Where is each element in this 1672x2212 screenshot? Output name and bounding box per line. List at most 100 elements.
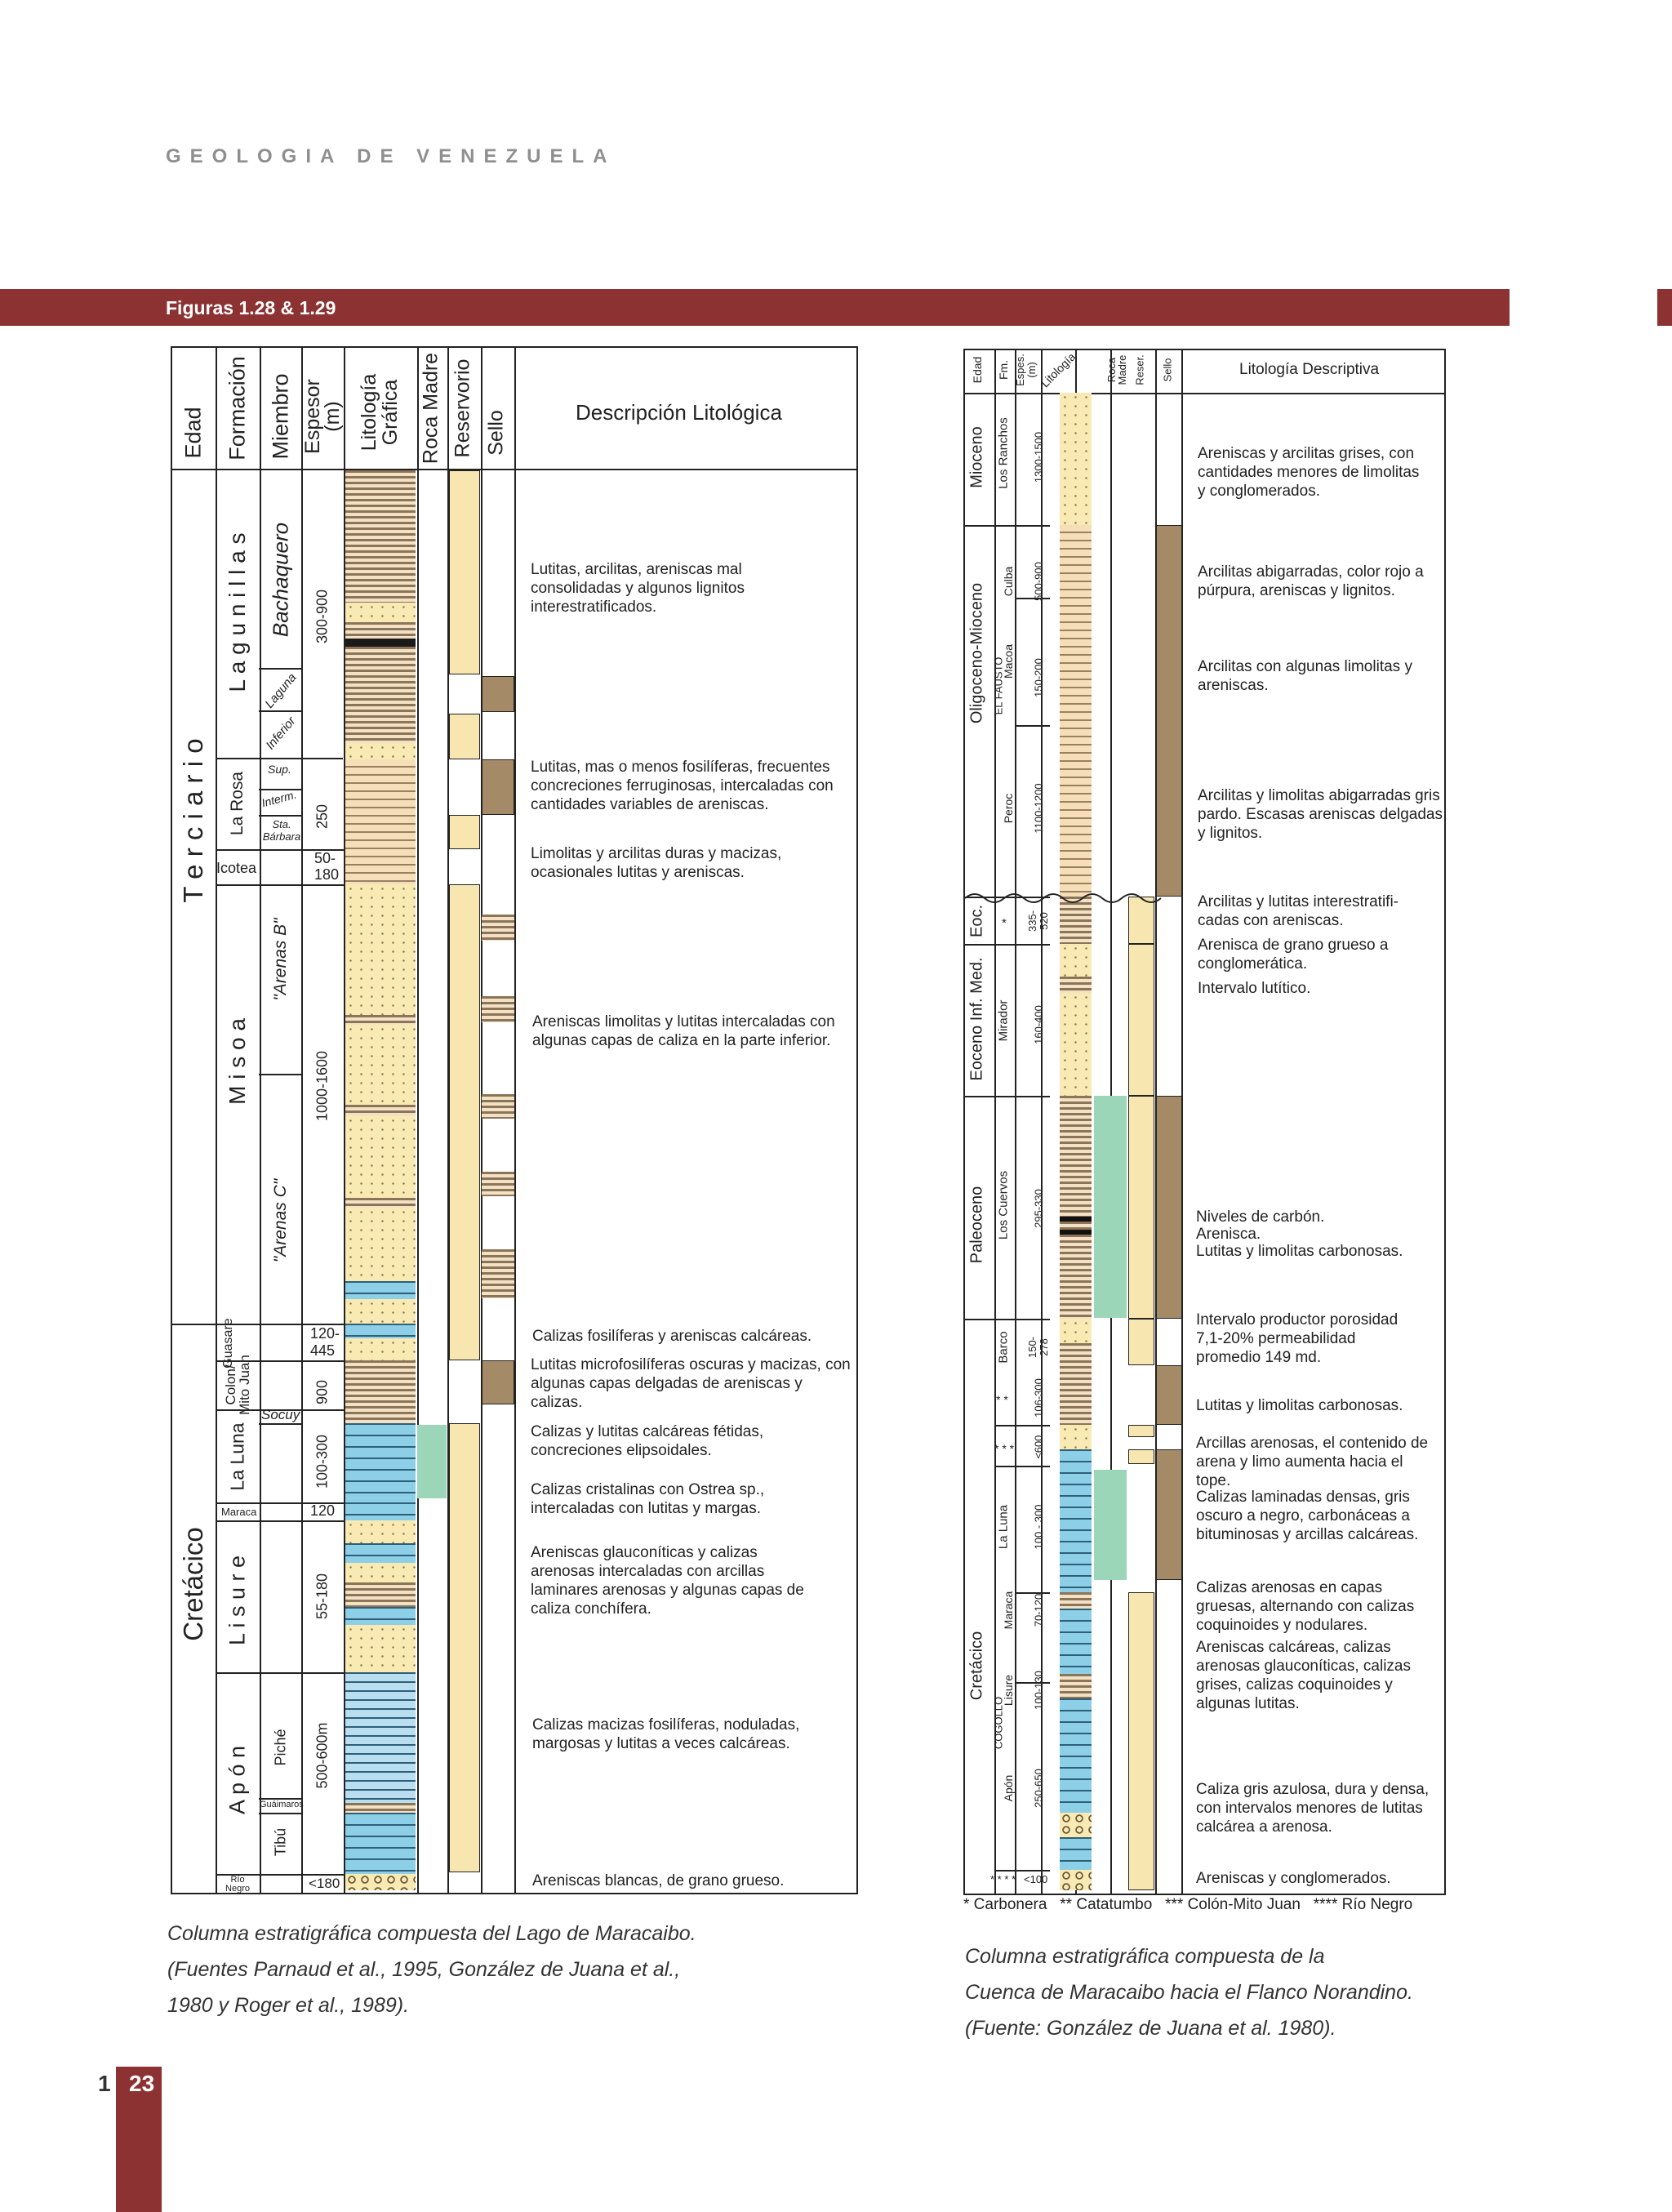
fm-apon: A p ó n bbox=[225, 1745, 250, 1815]
fm-rio-negro: Río Negro bbox=[225, 1875, 250, 1894]
r-desc-15: Calizas arenosas en capas gruesas, alter… bbox=[1196, 1579, 1415, 1634]
th-180: <180 bbox=[309, 1876, 340, 1891]
r-fm-los-ranchos: Los Ranchos bbox=[996, 417, 1011, 489]
running-header: GEOLOGIA DE VENEZUELA bbox=[166, 145, 616, 167]
mb-arenas-b: "Arenas B" bbox=[271, 918, 290, 1001]
page-number: 23 bbox=[129, 2071, 155, 2096]
r-th-150-278: 150-278 bbox=[1026, 1336, 1050, 1359]
r-fm-barco: Barco bbox=[996, 1331, 1011, 1364]
col-edad: Edad bbox=[180, 407, 206, 459]
mb-piche: Piché bbox=[272, 1729, 289, 1766]
r-desc-11: Intervalo productor porosidad 7,1-20% pe… bbox=[1196, 1311, 1399, 1366]
left-desc-8: Calizas cristalinas con Ostrea sp., inte… bbox=[531, 1481, 765, 1517]
r-desc-12: Lutitas y limolitas carbonosas. bbox=[1196, 1397, 1403, 1414]
left-caption: Columna estratigráfica compuesta del Lag… bbox=[167, 1916, 696, 2023]
r-fm-macoa: Macoa bbox=[1002, 643, 1015, 679]
r-th-100-300: 100 - 300 bbox=[1032, 1504, 1045, 1550]
r-age-cretacico: Cretácico bbox=[967, 1631, 986, 1701]
r-th-335-520: 335-520 bbox=[1026, 910, 1050, 932]
col-reservorio: Reservorio bbox=[451, 358, 474, 458]
r-desc-4: Arcilitas y limolitas abigarradas gris p… bbox=[1198, 787, 1443, 842]
th-120: 120 bbox=[310, 1502, 336, 1519]
col-roca-madre: Roca Madre bbox=[419, 352, 442, 465]
age-cretacico: Cretácico bbox=[178, 1527, 208, 1641]
r-th-150-200: 150-200 bbox=[1032, 658, 1045, 697]
col-descripcion: Descripción Litológica bbox=[576, 400, 782, 425]
r-desc-6: Arenisca de grano grueso a conglomerátic… bbox=[1198, 937, 1389, 972]
r-fm-star3: * * * bbox=[994, 1442, 1015, 1455]
r-fm-star4: * * * * bbox=[990, 1873, 1016, 1885]
r-col-espes: Espes. (m) bbox=[1014, 354, 1038, 386]
figure-band bbox=[0, 289, 1510, 326]
mb-arenas-c: "Arenas C" bbox=[271, 1178, 290, 1263]
r-col-litologia-descriptiva: Litología Descriptiva bbox=[1239, 361, 1380, 378]
th-50-180: 50-180 bbox=[314, 850, 340, 883]
left-desc-9: Areniscas glauconíticas y calizas arenos… bbox=[531, 1544, 804, 1618]
r-col-edad: Edad bbox=[971, 356, 984, 384]
left-desc-5: Calizas fosilíferas y areniscas calcárea… bbox=[532, 1328, 812, 1345]
col-espesor: Espesor (m) bbox=[301, 379, 344, 454]
r-desc-17: Caliza gris azulosa, dura y densa, con i… bbox=[1196, 1781, 1430, 1836]
r-th-100-130: 100-130 bbox=[1032, 1671, 1045, 1710]
mb-sup: Sup. bbox=[268, 763, 291, 776]
mb-bachaquero: Bachaquero bbox=[268, 522, 293, 638]
th-500-600m: 500-600m bbox=[314, 1722, 331, 1789]
r-age-oligoceno-mioceno: Oligoceno-Mioceno bbox=[967, 582, 986, 724]
r-fm-culba: Culba bbox=[1002, 566, 1015, 597]
th-900: 900 bbox=[314, 1379, 331, 1405]
fm-la-luna: La Luna bbox=[226, 1422, 248, 1491]
r-desc-13: Arcillas arenosas, el contenido de arena… bbox=[1196, 1435, 1429, 1489]
left-desc-4: Areniscas limolitas y lutitas intercalad… bbox=[532, 1013, 835, 1049]
fm-maraca: Maraca bbox=[221, 1506, 257, 1518]
mb-tibu: Tibú bbox=[272, 1827, 289, 1857]
th-300-900: 300-900 bbox=[314, 589, 331, 644]
left-desc-2: Lutitas, mas o menos fosilíferas, frecue… bbox=[531, 759, 834, 813]
fm-icotea: Icotea bbox=[216, 860, 257, 876]
r-th-1100-1200: 1100-1200 bbox=[1032, 783, 1045, 834]
figure-band-edge bbox=[1657, 289, 1672, 326]
figure-title: Figuras 1.28 & 1.29 bbox=[166, 297, 336, 318]
r-th-500-900: 500-900 bbox=[1032, 562, 1045, 601]
left-desc-10: Calizas macizas fosilíferas, noduladas, … bbox=[532, 1716, 800, 1752]
left-desc-6: Lutitas microfosilíferas oscuras y maciz… bbox=[531, 1356, 851, 1411]
right-caption: Columna estratigráfica compuesta de la C… bbox=[965, 1938, 1413, 2046]
left-desc-1: Lutitas, arcilitas, areniscas mal consol… bbox=[531, 561, 745, 616]
right-caption-line1: Columna estratigráfica compuesta de la bbox=[965, 1945, 1325, 1968]
th-250: 250 bbox=[314, 803, 331, 830]
left-caption-line2: (Fuentes Parnaud et al., 1995, González … bbox=[167, 1958, 681, 1981]
r-desc-18: Areniscas y conglomerados. bbox=[1196, 1870, 1391, 1887]
r-th-600: ≤600 bbox=[1032, 1435, 1045, 1459]
r-th-100: <100 bbox=[1024, 1873, 1048, 1885]
r-desc-7: Intervalo lutítico. bbox=[1198, 980, 1311, 997]
right-stratigraphic-column bbox=[963, 349, 1446, 1895]
r-col-roca-madre: Roca Madre bbox=[1105, 354, 1128, 385]
r-fm-star1: * bbox=[1002, 916, 1007, 930]
r-desc-14: Calizas laminadas densas, gris oscuro a … bbox=[1196, 1489, 1419, 1543]
r-desc-16: Areniscas calcáreas, calizas arenosas gl… bbox=[1196, 1639, 1411, 1712]
left-stratigraphic-column bbox=[171, 346, 858, 1894]
r-desc-2: Arcilitas abigarradas, color rojo a púrp… bbox=[1198, 563, 1424, 599]
r-desc-3: Arcilitas con algunas limolitas y arenis… bbox=[1198, 658, 1412, 694]
left-desc-11: Areniscas blancas, de grano grueso. bbox=[532, 1872, 785, 1889]
r-fm-maraca: Maraca bbox=[1002, 1591, 1015, 1630]
left-caption-line3: 1980 y Roger et al., 1989). bbox=[167, 1994, 410, 2017]
col-sello: Sello bbox=[484, 410, 508, 456]
r-desc-8: Niveles de carbón. bbox=[1196, 1208, 1325, 1226]
right-header-divider bbox=[965, 393, 1444, 394]
left-caption-line1: Columna estratigráfica compuesta del Lag… bbox=[167, 1922, 696, 1945]
left-desc-7: Calizas y lutitas calcáreas fétidas, con… bbox=[531, 1423, 764, 1459]
mb-guaimaros: Guáimaros bbox=[260, 1800, 304, 1809]
right-caption-line3: (Fuente: González de Juana et al. 1980). bbox=[965, 2017, 1336, 2040]
mb-socuy: Socuy bbox=[261, 1407, 300, 1422]
left-desc-3: Limolitas y arcilitas duras y macizas, o… bbox=[531, 845, 782, 881]
r-col-fm: Fm. bbox=[997, 359, 1010, 381]
r-th-70-120: 70-120 bbox=[1032, 1593, 1045, 1627]
right-caption-line2: Cuenca de Maracaibo hacia el Flanco Nora… bbox=[965, 1981, 1413, 2004]
mb-sta-barbara: Sta. Bárbara bbox=[262, 818, 301, 843]
page-number-bar bbox=[116, 2067, 162, 2212]
r-fm-apon: Apón bbox=[1002, 1774, 1015, 1802]
r-age-paleoceno: Paleoceno bbox=[967, 1186, 986, 1264]
age-terciario: T e r c i a r i o bbox=[178, 738, 208, 903]
r-fm-lisure: Lisure bbox=[1002, 1674, 1015, 1707]
chapter-number: 1 bbox=[98, 2071, 111, 2096]
